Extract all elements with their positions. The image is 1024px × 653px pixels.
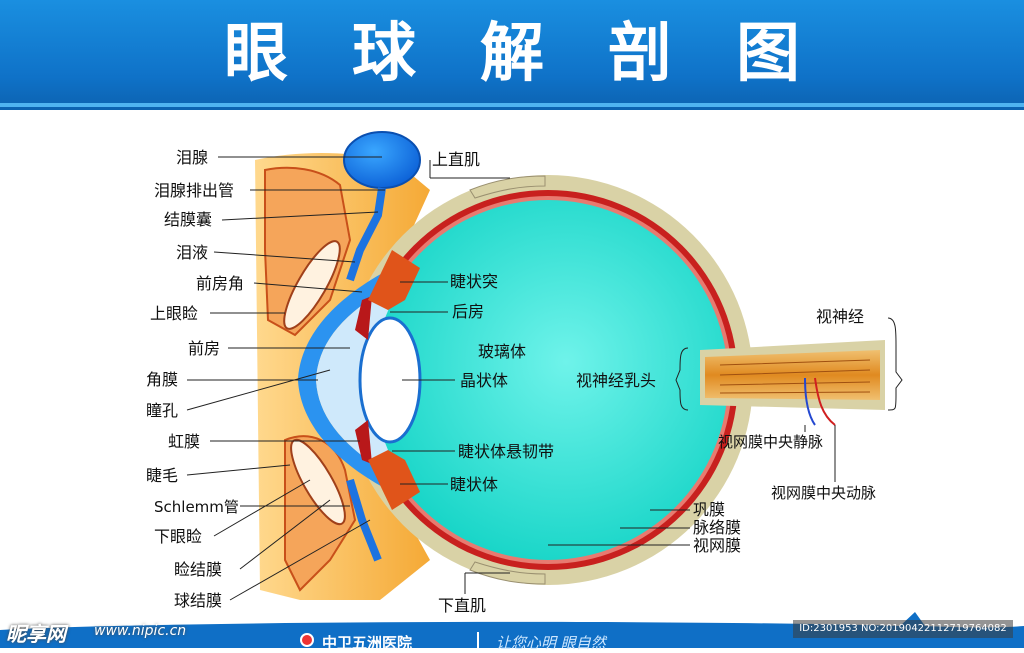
- label-eyelash: 睫毛: [146, 466, 179, 485]
- optic-nerve-brace: [887, 317, 903, 411]
- lacrimal-duct: [346, 187, 386, 282]
- iris-lower: [355, 420, 372, 464]
- label-lacrimal-duct: 泪腺排出管: [154, 181, 235, 200]
- label-vitreous: 玻璃体: [478, 342, 527, 361]
- label-tears: 泪液: [176, 243, 209, 262]
- image-id-tag: ID:2301953 NO:20190422112719764082: [793, 620, 1013, 638]
- label-central-retinal-artery: 视网膜中央动脉: [771, 484, 877, 502]
- central-retinal-artery: [814, 377, 836, 426]
- label-anterior-chamber: 前房: [188, 339, 221, 358]
- nerve-fiber-lines: [719, 359, 871, 394]
- ciliary-body-upper: [368, 250, 420, 310]
- label-retina: 视网膜: [693, 536, 742, 555]
- watermark-url: www.nipic.cn: [94, 623, 187, 639]
- label-optic-disc: 视神经乳头: [576, 371, 657, 390]
- label-lower-eyelid: 下眼睑: [154, 527, 203, 546]
- hospital-logo-icon: [300, 633, 314, 647]
- label-posterior-chamber: 后房: [452, 302, 485, 321]
- label-lacrimal-gland: 泪腺: [176, 148, 209, 167]
- superior-rectus-muscle: [469, 175, 546, 199]
- label-lens: 晶状体: [460, 371, 509, 390]
- header-divider: [0, 103, 1024, 107]
- upper-eyelid-shape: [264, 166, 352, 337]
- label-optic-nerve: 视神经: [816, 307, 865, 326]
- cornea: [298, 268, 400, 492]
- iris-upper: [355, 296, 372, 340]
- optic-nerve: [705, 350, 880, 400]
- label-ciliary-body: 睫状体: [450, 475, 499, 494]
- label-superior-rectus: 上直肌: [432, 150, 481, 169]
- label-palpebral-conjunctiva: 睑结膜: [174, 560, 223, 579]
- footer-wave: [0, 612, 1024, 648]
- label-ciliary-process: 睫状突: [450, 272, 499, 291]
- tarsal-gland-upper: [283, 240, 341, 330]
- ciliary-body-lower: [368, 450, 420, 510]
- header-banner: [0, 0, 1024, 110]
- label-anterior-chamber-angle: 前房角: [196, 274, 245, 293]
- label-bulbar-conjunctiva: 球结膜: [174, 591, 223, 610]
- label-choroid: 脉络膜: [693, 518, 742, 537]
- lacrimal-gland: [343, 131, 421, 189]
- label-zonule: 睫状体悬韧带: [458, 442, 555, 461]
- leader-lines: [186, 156, 836, 601]
- vitreous-body: [368, 200, 728, 560]
- label-pupil: 瞳孔: [146, 401, 179, 420]
- label-schlemm-canal: Schlemm管: [154, 498, 239, 516]
- page-title: 眼球解剖图: [224, 17, 864, 91]
- label-conjunctival-sac: 结膜囊: [164, 210, 213, 229]
- conjunctival-lining-lower: [346, 478, 382, 562]
- optic-disc-brace: [675, 347, 689, 411]
- central-retinal-vein: [804, 377, 816, 426]
- label-central-retinal-vein: 视网膜中央静脉: [718, 433, 824, 451]
- label-sclera: 巩膜: [693, 500, 726, 519]
- label-inferior-rectus: 下直肌: [438, 596, 487, 615]
- hospital-slogan: 让您心明 眼自然: [496, 634, 606, 652]
- label-cornea: 角膜: [146, 370, 179, 389]
- label-iris: 虹膜: [168, 432, 201, 451]
- footer-separator: [477, 632, 479, 648]
- hospital-name: 中卫五洲医院: [322, 634, 413, 652]
- label-upper-eyelid: 上眼睑: [150, 304, 199, 323]
- watermark-logo: 昵享网: [6, 622, 66, 646]
- tarsal-gland-lower: [290, 438, 346, 526]
